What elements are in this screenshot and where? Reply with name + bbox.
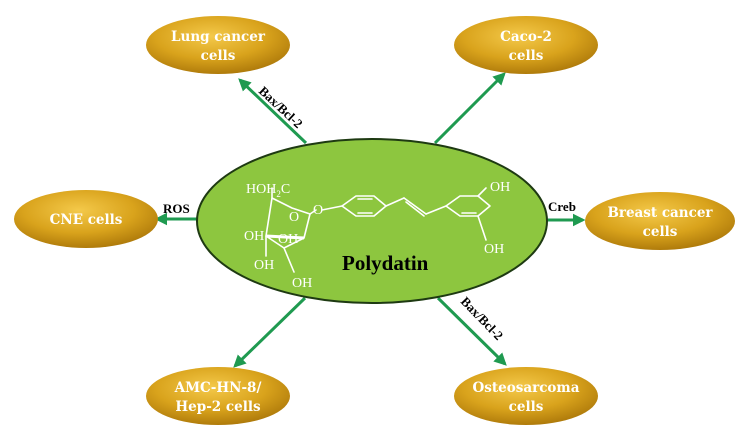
chem-oh-2: OH <box>278 232 298 247</box>
center-title: Polydatin <box>342 251 429 275</box>
arrow-to-osteo <box>436 296 507 366</box>
chem-oh-1: OH <box>244 229 264 244</box>
node-caco: Caco-2 cells <box>454 16 598 74</box>
node-amc-line1: AMC-HN-8/ <box>174 380 262 396</box>
chem-oh-5: OH <box>490 180 510 195</box>
node-lung-line2: cells <box>201 48 236 64</box>
node-amc-line2: Hep-2 cells <box>175 399 261 415</box>
edge-label-breast: Creb <box>548 199 576 214</box>
chem-o-link: O <box>313 203 323 218</box>
node-cne-line1: CNE cells <box>50 212 123 228</box>
node-lung-line1: Lung cancer <box>171 29 266 45</box>
node-lung: Lung cancer cells <box>146 16 290 74</box>
arrows <box>154 72 586 368</box>
arrow-to-caco <box>433 72 506 145</box>
edge-label-cne: ROS <box>163 201 190 216</box>
node-breast: Breast cancer cells <box>585 192 735 250</box>
node-caco-line2: cells <box>509 48 544 64</box>
chem-o-ring: O <box>289 210 299 225</box>
node-cne: CNE cells <box>14 190 158 248</box>
node-osteo-line1: Osteosarcoma <box>473 380 580 396</box>
chem-oh-6: OH <box>484 242 504 257</box>
chem-oh-4: OH <box>292 276 312 291</box>
node-amc: AMC-HN-8/ Hep-2 cells <box>146 367 290 425</box>
node-osteo: Osteosarcoma cells <box>454 367 598 425</box>
node-breast-line2: cells <box>643 224 678 240</box>
chem-hoh: HOH2C <box>246 182 290 199</box>
node-caco-line1: Caco-2 <box>500 29 552 45</box>
polydatin-structure: HOH2C O O OH OH OH OH OH <box>244 180 510 291</box>
edge-label-lung: Bax/Bcl-2 <box>256 83 306 131</box>
edge-label-osteo: Bax/Bcl-2 <box>458 294 506 343</box>
chem-oh-3: OH <box>254 258 274 273</box>
arrow-to-lung <box>238 78 308 145</box>
center-ellipse <box>196 138 548 304</box>
node-breast-line1: Breast cancer <box>607 205 713 221</box>
arrow-to-amc <box>233 296 307 368</box>
node-osteo-line2: cells <box>509 399 544 415</box>
